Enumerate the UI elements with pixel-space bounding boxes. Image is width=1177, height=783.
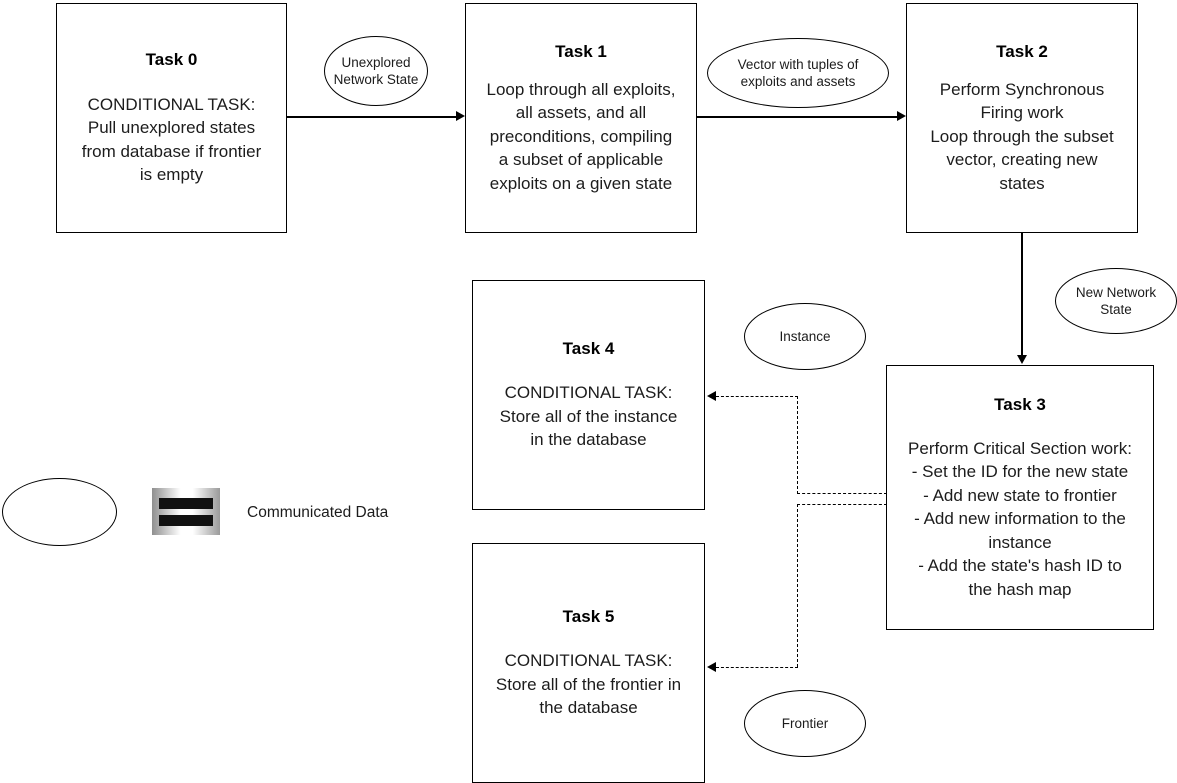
edge-task0-to-task1-arrowhead [456,111,465,121]
task-node-task3[interactable]: Task 3 Perform Critical Section work: - … [886,365,1154,630]
task2-title: Task 2 [996,41,1048,61]
task-node-task4[interactable]: Task 4 CONDITIONAL TASK: Store all of th… [472,280,705,510]
task-node-task2[interactable]: Task 2 Perform Synchronous Firing work L… [906,3,1138,233]
data-label-instance[interactable]: Instance [744,303,866,370]
data-label-unexplored-network-state[interactable]: Unexplored Network State [324,36,428,106]
new-network-state-text: New Network State [1075,284,1157,317]
task4-title: Task 4 [562,339,615,359]
equals-icon-bar-top [159,497,213,509]
edge-task1-to-task2 [697,116,898,118]
vector-tuples-text: Vector with tuples of exploits and asset… [737,56,859,89]
frontier-text: Frontier [781,715,829,731]
task5-body: CONDITIONAL TASK: Store all of the front… [495,651,682,718]
edge-task3-to-task5-segment-h2 [716,667,798,668]
data-label-vector-tuples[interactable]: Vector with tuples of exploits and asset… [707,38,889,108]
data-label-new-network-state[interactable]: New Network State [1055,268,1177,334]
edge-task1-to-task2-arrowhead [897,111,906,121]
task1-title: Task 1 [555,41,607,61]
edge-task3-to-task4-arrowhead [707,391,716,401]
task-node-task1[interactable]: Task 1 Loop through all exploits, all as… [465,3,697,233]
edge-task3-to-task4-segment-h1 [797,493,887,494]
task3-body: Perform Critical Section work: - Set the… [908,439,1132,599]
equals-icon [152,488,220,535]
legend-label-communicated-data: Communicated Data [247,504,389,521]
data-label-frontier[interactable]: Frontier [744,690,866,757]
edge-task2-to-task3-arrowhead [1017,355,1027,364]
edge-task3-to-task5-segment-h1 [797,504,887,505]
task-node-task5[interactable]: Task 5 CONDITIONAL TASK: Store all of th… [472,543,705,783]
unexplored-network-state-text: Unexplored Network State [333,54,419,87]
task5-title: Task 5 [562,607,615,627]
task4-body: CONDITIONAL TASK: Store all of the insta… [499,383,678,450]
edge-task3-to-task5-arrowhead [707,662,716,672]
task0-title: Task 0 [145,50,198,70]
task2-body: Perform Synchronous Firing work Loop thr… [930,79,1114,193]
edge-task2-to-task3 [1021,233,1023,356]
instance-text: Instance [779,328,831,344]
task1-body: Loop through all exploits, all assets, a… [486,79,676,193]
edge-task3-to-task5-segment-v [797,504,798,667]
equals-icon-bar-bottom [159,514,213,526]
task0-body: CONDITIONAL TASK: Pull unexplored states… [81,94,262,185]
task-node-task0[interactable]: Task 0 CONDITIONAL TASK: Pull unexplored… [56,3,287,233]
edge-task3-to-task4-segment-v [797,396,798,494]
task3-title: Task 3 [994,394,1046,414]
edge-task0-to-task1 [287,116,457,118]
legend-ellipse-shape [2,478,117,546]
edge-task3-to-task4-segment-h2 [716,396,798,397]
